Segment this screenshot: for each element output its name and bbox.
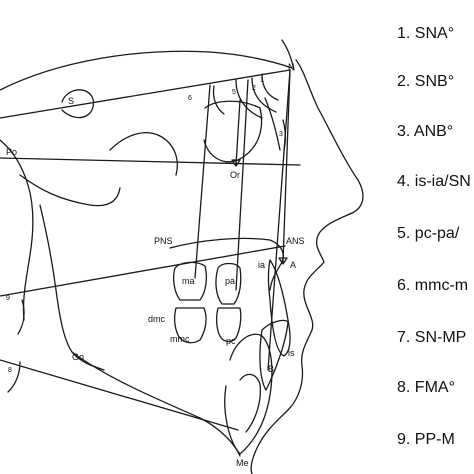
angle-number-2: 2 xyxy=(252,85,256,92)
angle-number-5: 5 xyxy=(232,89,236,96)
measurement-5: 5. pc-pa/ xyxy=(397,225,460,242)
measurement-9: 9. PP-M xyxy=(397,431,455,448)
landmark-a: A xyxy=(290,260,296,270)
landmark-ia: ia xyxy=(258,260,265,270)
angle-arc-2 xyxy=(251,77,277,113)
soft-tissue-profile xyxy=(250,59,364,474)
angle-arc-3 xyxy=(282,119,287,151)
landmark-or: Or xyxy=(230,170,240,180)
measurement-1: 1. SNA° xyxy=(397,25,454,42)
angle-number-9: 9 xyxy=(6,295,10,302)
or-marker xyxy=(231,159,241,167)
landmark-me: Me xyxy=(236,458,249,468)
symphysis-inner xyxy=(239,373,262,433)
mastoid-curve xyxy=(19,174,121,207)
angle-number-1: 1 xyxy=(260,77,264,84)
mandible-lower-border xyxy=(71,351,241,457)
lower-incisor xyxy=(259,319,289,391)
frankfort-plane-line xyxy=(0,157,301,166)
measurement-7: 7. SN-MP xyxy=(397,329,466,346)
condyle-curve xyxy=(0,139,34,321)
landmark-go: Go xyxy=(72,352,84,362)
landmark-mmc: mmc xyxy=(170,334,190,344)
skull-outline xyxy=(0,50,293,91)
landmark-pa: pa xyxy=(225,276,235,286)
angle-arc-6 xyxy=(212,85,225,115)
landmark-b: B xyxy=(268,364,274,374)
n-a-line xyxy=(282,69,291,263)
measurement-6: 6. mmc-m xyxy=(397,277,468,294)
palatal-plane-line xyxy=(0,245,286,297)
forehead-outline xyxy=(281,39,295,71)
upper-first-molar xyxy=(173,261,207,301)
landmark-ans: ANS xyxy=(286,236,305,246)
angle-arc-9 xyxy=(17,299,25,335)
landmark-n: N xyxy=(288,62,295,72)
mandibular-plane-line xyxy=(0,359,239,431)
lower-premolar xyxy=(215,307,242,343)
sella-turcica xyxy=(61,89,95,119)
measurement-2: 2. SNB° xyxy=(397,73,454,90)
sn-line xyxy=(0,69,291,119)
angle-arc-1 xyxy=(261,73,279,101)
reference-line-pc xyxy=(235,79,249,291)
landmark-is: is xyxy=(288,348,295,358)
reference-line-mmc xyxy=(194,84,211,279)
measurement-8: 8. FMA° xyxy=(397,379,455,396)
angle-number-3: 3 xyxy=(279,131,283,138)
ramus-outline xyxy=(39,204,105,371)
a-marker xyxy=(278,257,288,265)
zygomatic-curve xyxy=(109,132,178,176)
reference-line-or xyxy=(235,99,241,166)
upper-premolar xyxy=(215,262,242,305)
angle-arc-5 xyxy=(235,79,263,119)
orbit-outline xyxy=(203,100,263,163)
landmark-pns: PNS xyxy=(154,236,173,246)
landmark-po: Po xyxy=(6,147,17,157)
angle-arc-8 xyxy=(7,361,21,393)
angle-number-6: 6 xyxy=(188,95,192,102)
landmark-s: S xyxy=(68,96,74,106)
landmark-pc: pc xyxy=(226,336,236,346)
upper-incisor xyxy=(267,259,291,357)
landmark-dmc: dmc xyxy=(148,314,166,324)
angle-number-8: 8 xyxy=(8,367,12,374)
symphysis-outline xyxy=(224,333,273,455)
measurement-3: 3. ANB° xyxy=(397,123,453,140)
lower-first-molar xyxy=(174,307,207,344)
landmark-ma: ma xyxy=(182,276,195,286)
measurement-4: 4. is-ia/SN xyxy=(397,173,471,190)
nasal-outline xyxy=(264,97,281,151)
